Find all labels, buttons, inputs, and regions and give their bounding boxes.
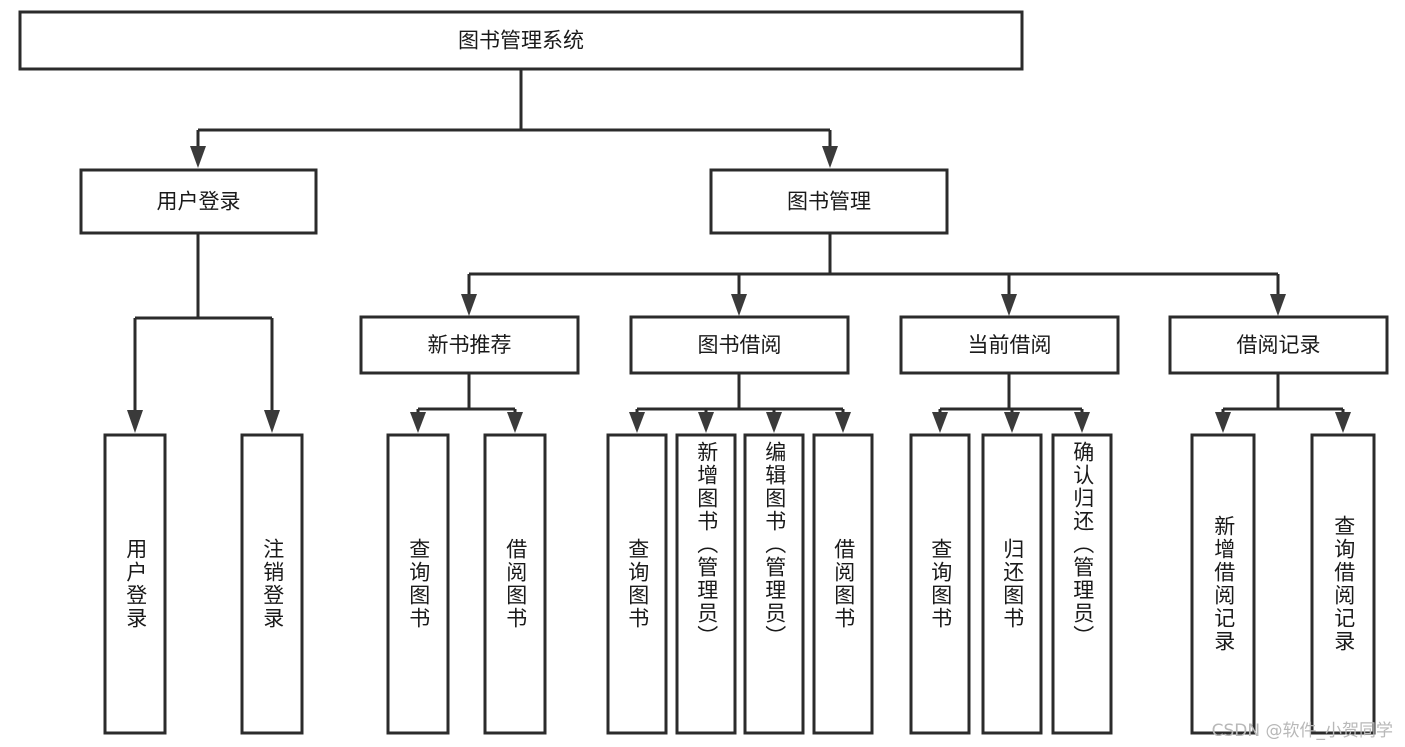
node-label-new-book-recommend: 新书推荐 <box>428 333 512 357</box>
arrowhead-leaf-query-borrow-record <box>1335 412 1351 433</box>
connector-group-user-login <box>127 233 280 433</box>
connector-group-book-manage <box>461 233 1286 316</box>
node-label-user-login: 用户登录 <box>157 190 241 214</box>
node-label-book-manage: 图书管理 <box>787 190 871 214</box>
arrowhead-leaf-query-book-1 <box>410 412 426 433</box>
arrowhead-user-login <box>190 146 206 168</box>
node-box-book-manage[interactable] <box>709 168 949 235</box>
node-box-leaf-query-book-2[interactable] <box>606 433 668 735</box>
node-box-leaf-borrow-book-1[interactable] <box>483 433 547 735</box>
arrowhead-borrow-record <box>1270 294 1286 316</box>
connector-group-borrow-record <box>1215 373 1351 433</box>
arrowhead-leaf-return-book <box>1004 412 1020 433</box>
node-box-leaf-add-book[interactable] <box>675 433 737 735</box>
node-box-leaf-borrow-book-2[interactable] <box>812 433 874 735</box>
node-box-leaf-add-borrow-record[interactable] <box>1190 433 1256 735</box>
arrowhead-leaf-borrow-book-1 <box>507 412 523 433</box>
node-label-book-borrow: 图书借阅 <box>698 333 782 357</box>
node-box-leaf-query-book-1[interactable] <box>386 433 450 735</box>
node-box-leaf-edit-book[interactable] <box>743 433 805 735</box>
arrowhead-book-borrow <box>731 294 747 316</box>
node-box-leaf-confirm-return[interactable] <box>1051 433 1113 735</box>
node-box-leaf-logout-login[interactable] <box>240 433 304 735</box>
arrowhead-leaf-query-book-2 <box>629 412 645 433</box>
node-label-borrow-record: 借阅记录 <box>1237 333 1321 357</box>
arrowhead-new-book-recommend <box>461 294 477 316</box>
node-box-root[interactable] <box>18 10 1024 71</box>
arrowhead-current-borrow <box>1001 294 1017 316</box>
arrowhead-leaf-user-login <box>127 410 143 433</box>
node-box-leaf-return-book[interactable] <box>981 433 1043 735</box>
connector-group-current-borrow <box>932 373 1090 433</box>
arrowhead-leaf-confirm-return <box>1074 412 1090 433</box>
connector-group-new-book-recommend <box>410 373 523 433</box>
arrowhead-leaf-query-book-3 <box>932 412 948 433</box>
node-box-borrow-record[interactable] <box>1168 315 1389 375</box>
node-box-book-borrow[interactable] <box>629 315 850 375</box>
connector-group-root <box>190 69 838 168</box>
arrowhead-leaf-add-borrow-record <box>1215 412 1231 433</box>
arrowhead-leaf-edit-book <box>766 412 782 433</box>
node-label-current-borrow: 当前借阅 <box>968 333 1052 357</box>
arrowhead-leaf-borrow-book-2 <box>835 412 851 433</box>
node-label-root: 图书管理系统 <box>458 29 584 53</box>
node-box-leaf-user-login[interactable] <box>103 433 167 735</box>
node-box-new-book-recommend[interactable] <box>359 315 580 375</box>
node-box-current-borrow[interactable] <box>899 315 1120 375</box>
node-boxes-layer <box>18 10 1389 735</box>
node-box-leaf-query-book-3[interactable] <box>909 433 971 735</box>
arrowhead-leaf-add-book <box>698 412 714 433</box>
connector-group-book-borrow <box>629 373 851 433</box>
node-box-user-login[interactable] <box>79 168 318 235</box>
arrowhead-book-manage <box>822 146 838 168</box>
node-box-leaf-query-borrow-record[interactable] <box>1310 433 1376 735</box>
arrowhead-leaf-logout-login <box>264 410 280 433</box>
